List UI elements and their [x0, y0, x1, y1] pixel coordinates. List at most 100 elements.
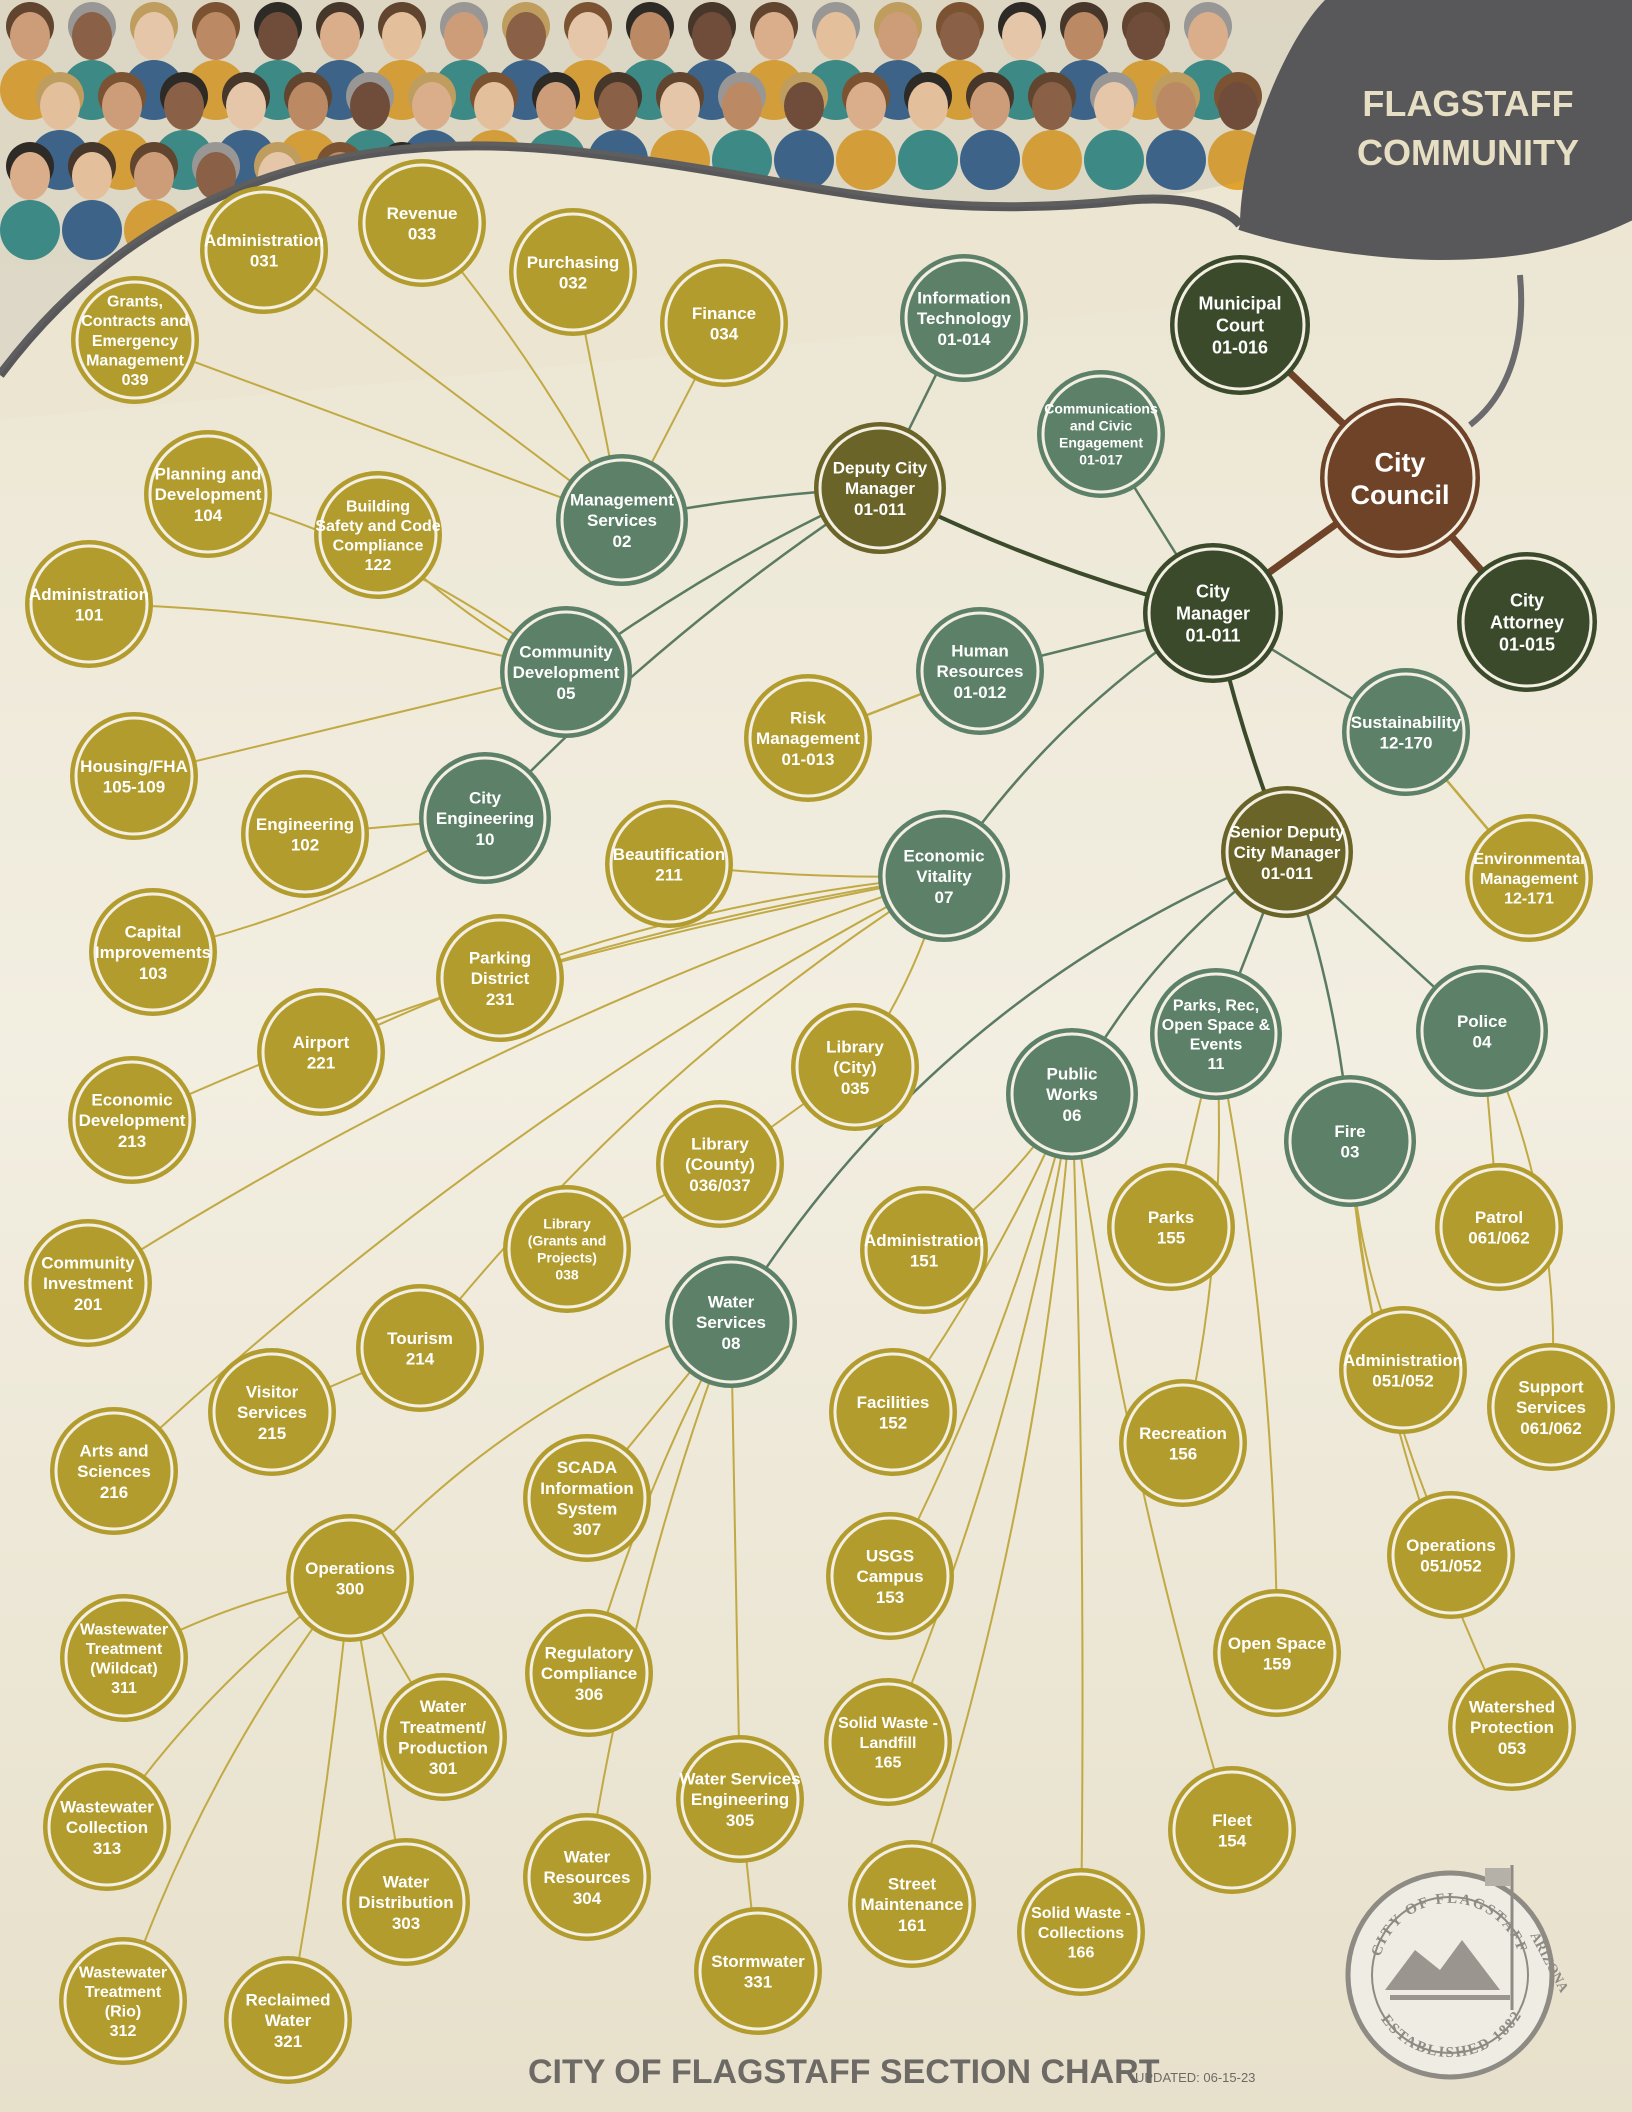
- node-label-line: Library: [691, 1134, 749, 1153]
- node-label-line: Improvements: [95, 943, 211, 962]
- node-label-line: 01-016: [1212, 337, 1268, 357]
- node-label-line: Reclaimed: [245, 1990, 330, 2009]
- node-ring: [680, 1739, 800, 1859]
- node-ring: [245, 774, 365, 894]
- node-label-line: Parks: [1148, 1208, 1194, 1227]
- node-ring: [864, 1190, 984, 1310]
- node-label-line: Information: [917, 288, 1011, 307]
- crowd-person-face: [816, 12, 856, 60]
- node-label-line: 07: [935, 888, 954, 907]
- node-ring: [660, 1104, 780, 1224]
- node-ring: [852, 1844, 972, 1964]
- node-ring: [1154, 972, 1278, 1096]
- node-circle: [744, 674, 872, 802]
- node-circle: [200, 186, 328, 314]
- node-label-line: 10: [476, 830, 495, 849]
- node-label-line: Risk: [790, 708, 826, 727]
- node-label-line: Vitality: [916, 867, 972, 886]
- node-circle: [1107, 1163, 1235, 1291]
- node-circle: [59, 1937, 187, 2065]
- node-label-line: Sciences: [77, 1462, 151, 1481]
- node-label-line: Administration: [29, 585, 149, 604]
- node-ring: [527, 1817, 647, 1937]
- node-circle: [1320, 398, 1480, 558]
- node-label-line: 038: [555, 1267, 579, 1283]
- node-label-line: 307: [573, 1520, 601, 1539]
- node-circle: [826, 1512, 954, 1640]
- node-ring: [1491, 1347, 1611, 1467]
- node-label-line: 231: [486, 990, 514, 1009]
- node-circle: [1465, 814, 1593, 942]
- node-label-line: 213: [118, 1132, 146, 1151]
- node-ring: [1111, 1167, 1231, 1287]
- crowd-person-face: [630, 12, 670, 60]
- node-ring: [664, 263, 784, 383]
- node-circle: [829, 1348, 957, 1476]
- node-label-line: Services: [696, 1313, 766, 1332]
- node-label-line: Treatment/: [400, 1718, 486, 1737]
- node-label-line: Safety and Code: [315, 518, 440, 535]
- node-label-line: Maintenance: [861, 1895, 964, 1914]
- node-label-line: 166: [1068, 1944, 1095, 1961]
- node-label-line: Engineering: [256, 815, 354, 834]
- node-circle: [878, 810, 1010, 942]
- node-label-line: Street: [888, 1874, 937, 1893]
- node-label-line: Operations: [305, 1559, 395, 1578]
- node-label-line: Water: [564, 1847, 611, 1866]
- node-label-line: 306: [575, 1685, 603, 1704]
- node-ring: [360, 1288, 480, 1408]
- node-label-line: 03: [1341, 1142, 1360, 1161]
- node-label-line: 031: [250, 251, 278, 270]
- node-label-line: Resources: [544, 1868, 631, 1887]
- node-ring: [75, 280, 195, 400]
- node-label-line: 153: [876, 1588, 904, 1607]
- node-label-line: Open Space &: [1162, 1017, 1271, 1034]
- node-label-line: 211: [655, 865, 682, 884]
- node-label-line: 01-011: [854, 500, 906, 519]
- node-label-line: 12-170: [1380, 733, 1433, 752]
- node-circle: [50, 1407, 178, 1535]
- node-label-line: Capital: [125, 922, 182, 941]
- node-ring: [28, 1223, 148, 1343]
- node-label-line: 103: [139, 964, 167, 983]
- node-circle: [419, 752, 551, 884]
- node-ring: [698, 1911, 818, 2031]
- node-label-line: Municipal: [1198, 294, 1281, 314]
- node-ring: [669, 1260, 793, 1384]
- node-label-line: 061/062: [1520, 1419, 1581, 1438]
- node-ring: [64, 1598, 184, 1718]
- link-pw-swLand: [887, 1093, 1073, 1743]
- node-label-line: City: [1196, 582, 1230, 602]
- crowd-person-face: [164, 82, 204, 130]
- node-circle: [68, 1056, 196, 1184]
- crowd-person-body: [960, 130, 1020, 190]
- node-label-line: 161: [898, 1916, 926, 1935]
- crowd-person-face: [660, 82, 700, 130]
- crowd-person-face: [10, 152, 50, 200]
- node-circle: [358, 159, 486, 287]
- node-circle: [208, 1348, 336, 1476]
- node-circle: [860, 1186, 988, 1314]
- node-circle: [503, 1185, 631, 1313]
- node-libcounty: Library(County)036/037: [656, 1100, 784, 1228]
- node-label-line: (Rio): [105, 2004, 141, 2021]
- node-label-line: 201: [74, 1295, 102, 1314]
- crowd-person-face: [102, 82, 142, 130]
- node-label-line: City: [1374, 447, 1425, 477]
- node-label-line: 11: [1208, 1056, 1225, 1073]
- node-circle: [144, 430, 272, 558]
- node-ring: [882, 814, 1006, 938]
- node-label-line: District: [471, 969, 530, 988]
- node-circle: [224, 1956, 352, 2084]
- node-ring: [228, 1960, 348, 2080]
- crowd-person-face: [320, 12, 360, 60]
